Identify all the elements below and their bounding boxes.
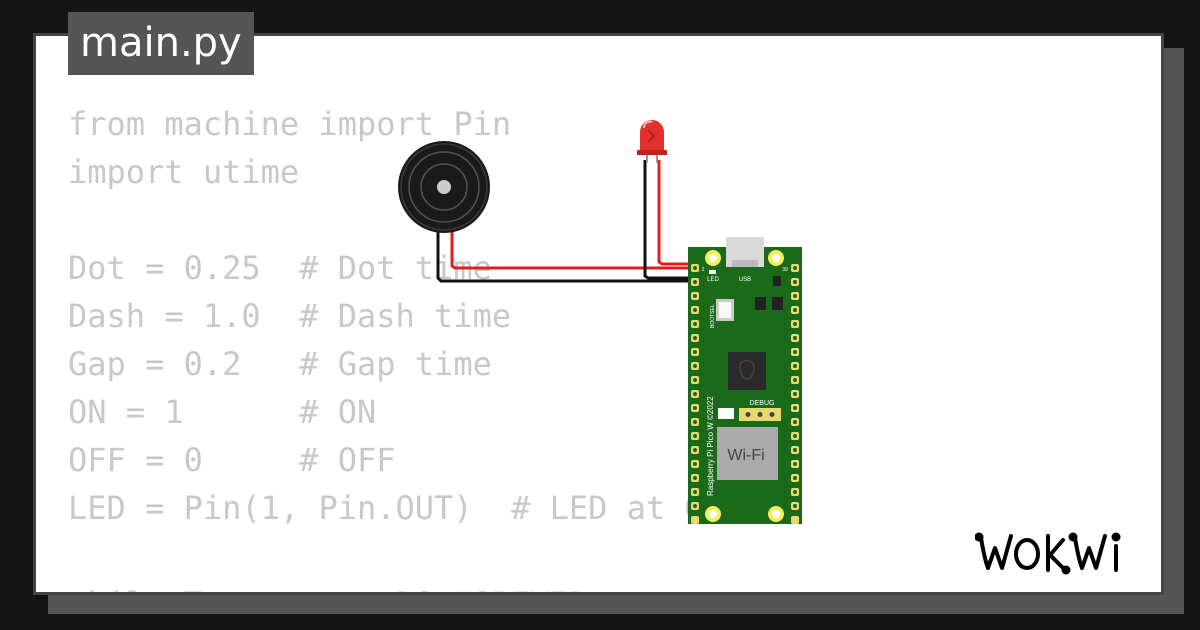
red-wire-buzzer: [450, 232, 697, 270]
code-line: Dash = 1.0 # Dash time: [68, 297, 512, 335]
code-line: OFF = 0 # OFF: [68, 441, 396, 479]
card-bottom-gap: [33, 595, 48, 630]
debug-label: DEBUG: [750, 400, 775, 407]
code-line: import utime: [68, 153, 300, 191]
wires: [436, 160, 697, 283]
onboard-led-icon: [709, 270, 716, 274]
left-pin-holes: [693, 266, 697, 508]
pico-w-board[interactable]: Wi-Fi DEBUG USB LED 2 39 BOOTSEL Raspber…: [688, 237, 802, 524]
wifi-label: Wi-Fi: [727, 447, 764, 464]
mounting-holes: [705, 250, 784, 522]
led-label: LED: [707, 277, 719, 283]
code-line: from machine import Pin: [68, 105, 512, 143]
red-led[interactable]: [637, 120, 667, 163]
code-line: Gap = 0.2 # Gap time: [68, 345, 492, 383]
usb-label: USB: [739, 277, 751, 283]
black-wire-led: [643, 160, 697, 280]
right-pin-holes: [793, 266, 797, 508]
bootsel-button[interactable]: [716, 299, 734, 321]
file-tab[interactable]: main.py: [68, 12, 254, 75]
pin-number-right: 39: [782, 267, 788, 273]
black-wire-buzzer: [436, 232, 697, 283]
right-pin-header: [791, 264, 799, 524]
card-bottom-edge: [33, 592, 1164, 595]
red-wire-led: [657, 160, 697, 266]
project-card: [33, 33, 1164, 595]
pin-number-left: 2: [702, 267, 705, 273]
board-name-label: Raspberry Pi Pico W ©2022: [706, 396, 715, 496]
wifi-module: [717, 427, 778, 480]
rp2040-chip: [728, 352, 766, 390]
code-line: ON = 1 # ON: [68, 393, 377, 431]
bootsel-label: BOOTSEL: [710, 304, 716, 328]
wokwi-logo: [975, 532, 1121, 575]
debug-header: [739, 408, 781, 421]
outer-bottom: [48, 614, 1200, 630]
buzzer[interactable]: [398, 141, 490, 233]
